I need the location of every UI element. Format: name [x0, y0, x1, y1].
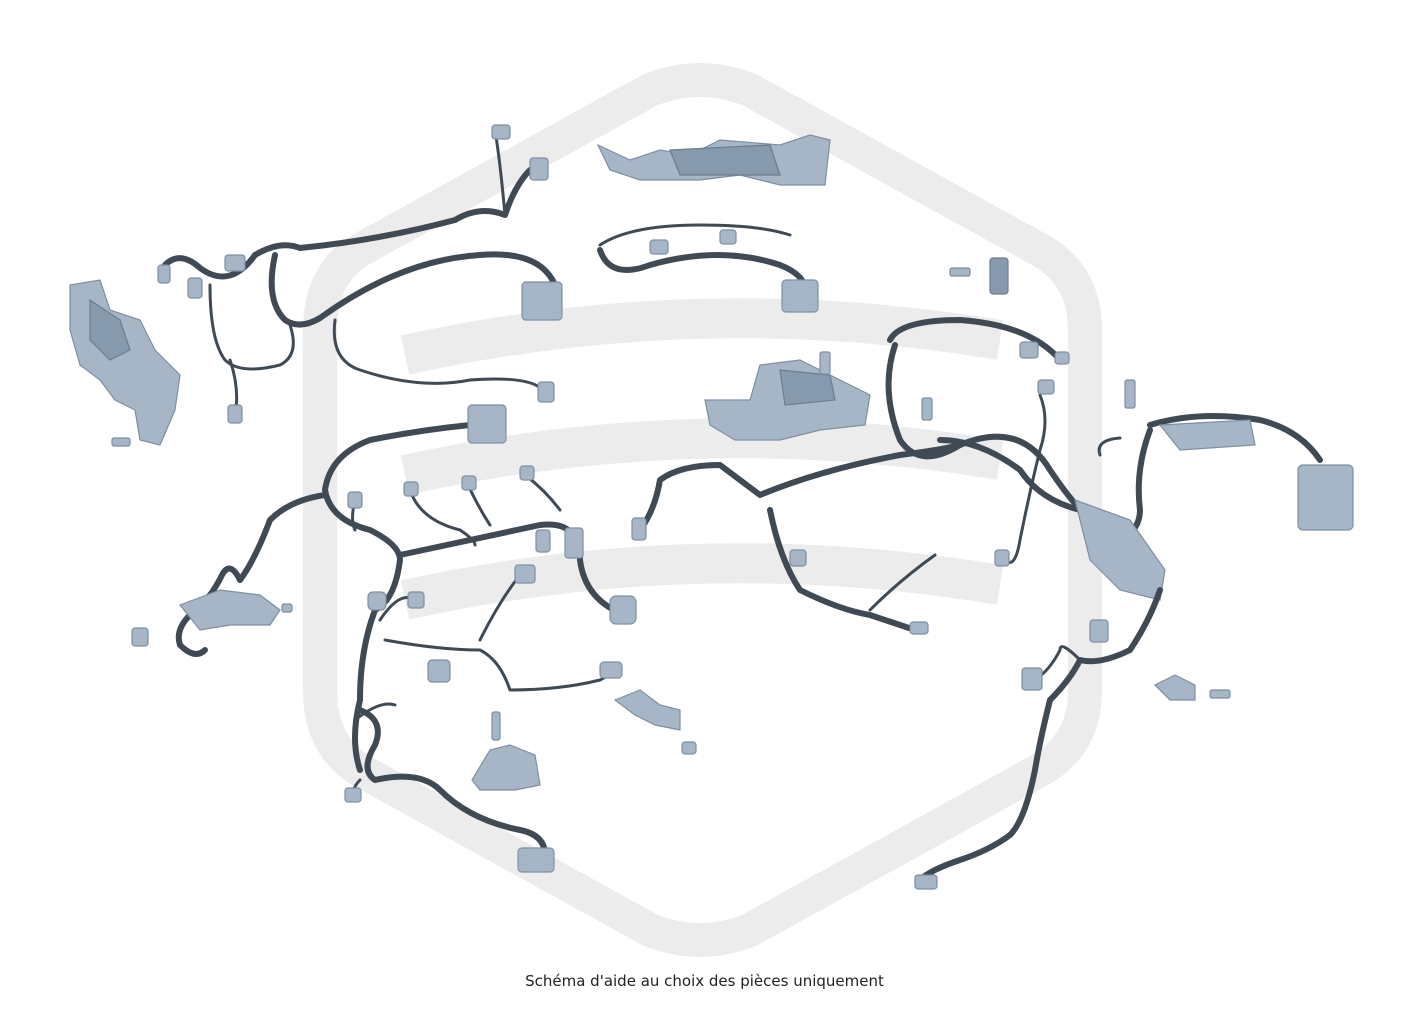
connector-block — [467, 404, 507, 444]
connector-small — [403, 481, 419, 497]
harness-upper-left — [157, 124, 563, 424]
connector-small — [564, 527, 584, 559]
harness-middle-lower — [631, 442, 963, 635]
connector-small — [914, 874, 938, 890]
bolt — [921, 397, 933, 421]
harness-right-lower — [914, 587, 1231, 890]
bolt — [111, 437, 131, 447]
connector-small — [347, 491, 363, 509]
connector-small — [719, 229, 737, 245]
connector-small — [649, 239, 669, 255]
harness-lower-left — [131, 565, 293, 657]
brand-logo-watermark — [303, 63, 1102, 957]
connector-block — [517, 847, 555, 873]
connector-small — [344, 787, 362, 803]
connector-block — [1297, 464, 1354, 531]
connector-small — [227, 404, 243, 424]
connector-small — [1037, 379, 1055, 395]
fuse-box-tray — [704, 351, 933, 441]
connector-small — [491, 124, 511, 140]
connector-small — [1019, 341, 1039, 359]
harness-right-upper — [885, 257, 1354, 601]
bolt — [1124, 379, 1136, 409]
connector-small — [631, 517, 647, 541]
bolt — [819, 351, 831, 375]
connector-small — [367, 591, 387, 611]
bolt — [949, 267, 971, 277]
connector-block — [781, 279, 819, 313]
harness-lower-dangling — [344, 702, 555, 873]
connector-small — [461, 475, 477, 491]
connector-small — [535, 529, 551, 553]
connector-small — [609, 595, 637, 625]
engine-bracket-left — [69, 279, 181, 447]
connector-small — [537, 381, 555, 403]
connector-small — [994, 549, 1010, 567]
nut — [681, 741, 697, 755]
harness-center — [237, 404, 637, 773]
cable-tray-top — [596, 134, 831, 186]
connector-small — [514, 564, 536, 584]
connector-small — [1021, 667, 1043, 691]
connector-small — [157, 264, 171, 284]
connector-small — [909, 621, 929, 635]
bolt — [1209, 689, 1231, 699]
connector-small — [187, 277, 203, 299]
connector-small — [224, 254, 246, 272]
connector-small — [519, 465, 535, 481]
relay-bracket — [989, 257, 1009, 295]
connector-small — [407, 591, 425, 609]
connector-small — [599, 661, 623, 679]
connector-small — [281, 603, 293, 613]
connector-small — [1089, 619, 1109, 643]
connector-small — [529, 157, 549, 181]
connector-small — [789, 549, 807, 567]
connector-block — [521, 281, 563, 321]
connector-small — [131, 627, 149, 647]
connector-small — [427, 659, 451, 683]
bolt — [491, 711, 501, 741]
harness-top-middle — [597, 223, 819, 313]
connector-small — [1054, 351, 1070, 365]
loose-parts-lower — [471, 689, 697, 791]
diagram-caption: Schéma d'aide au choix des pièces unique… — [525, 972, 884, 990]
